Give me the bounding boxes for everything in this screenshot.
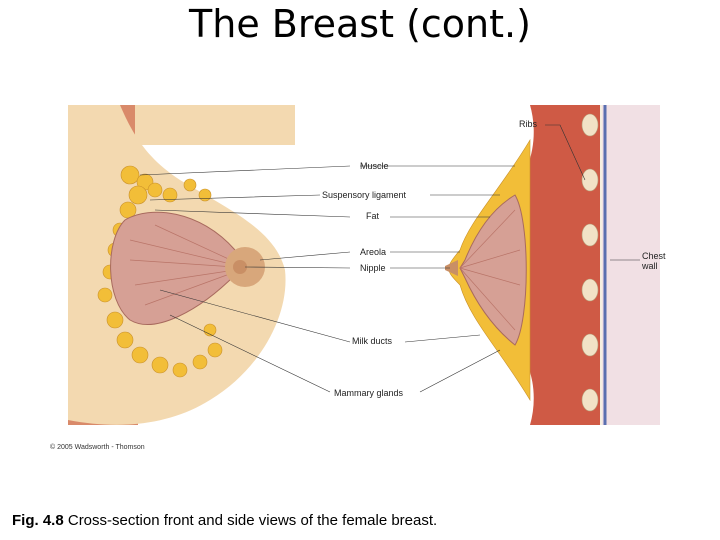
nipple-front — [233, 260, 247, 274]
figure-caption: Fig. 4.8 Cross-section front and side vi… — [12, 512, 437, 529]
label-mammary-glands: Mammary glands — [334, 388, 404, 398]
slide-title: The Breast (cont.) — [189, 2, 531, 46]
ribs-side — [581, 113, 599, 412]
fat-lobules-front — [97, 165, 223, 378]
nipple-side — [445, 260, 458, 276]
label-chest-wall: Chest wall — [642, 251, 666, 271]
label-nipple: Nipple — [360, 263, 386, 273]
caption-text: Cross-section front and side views of th… — [63, 512, 438, 529]
figure-number: Fig. 4.8 — [12, 512, 64, 529]
label-areola: Areola — [360, 247, 387, 257]
copyright-notice: © 2005 Wadsworth - Thomson — [50, 444, 145, 451]
label-fat: Fat — [366, 211, 380, 221]
label-leader-lines — [139, 124, 640, 393]
label-muscle: Muscle — [360, 161, 389, 171]
label-milk-ducts: Milk ducts — [352, 336, 393, 346]
label-ribs: Ribs — [519, 119, 538, 129]
mammary-gland-side — [459, 194, 527, 346]
label-suspensory-ligament: Suspensory ligament — [322, 190, 407, 200]
breast-anatomy-illustration — [68, 105, 660, 425]
